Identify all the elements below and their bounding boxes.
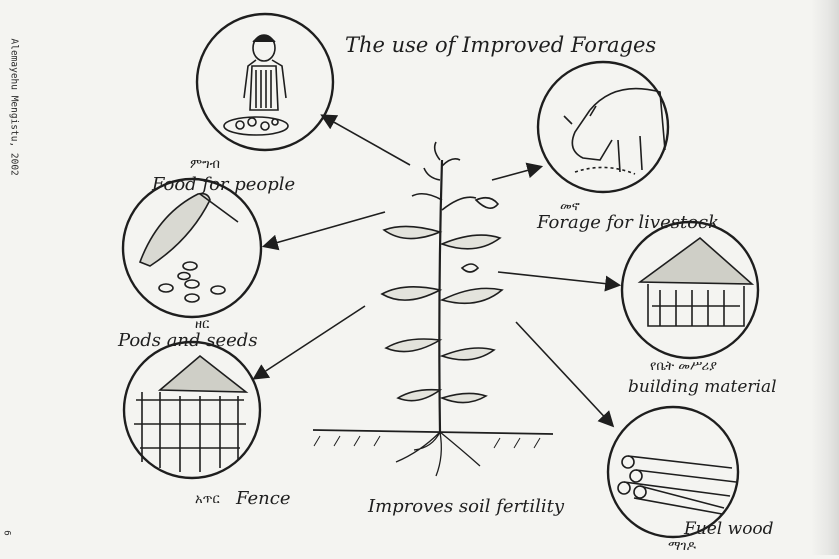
fuel-circle <box>608 407 738 537</box>
fuel-label: Fuel wood <box>683 519 774 539</box>
person-eating-illustration <box>224 35 288 135</box>
fuel-amharic-label: ማገዶ <box>668 539 696 554</box>
food-amharic-label: ምግብ <box>190 157 220 172</box>
fence-amharic-label: አጥር <box>195 492 221 507</box>
page-number: 6 <box>2 530 12 535</box>
fence-circle <box>124 342 260 478</box>
hut-illustration <box>640 238 752 326</box>
fence-label: Fence <box>235 488 290 509</box>
arrow-to-fuel <box>516 322 612 425</box>
firewood-illustration <box>618 456 736 514</box>
pods-circle <box>123 179 261 317</box>
food-label: Food for people <box>151 174 295 195</box>
arrow-to-food <box>323 116 410 165</box>
food-circle <box>197 14 333 150</box>
page-edge-shadow <box>811 0 839 555</box>
building-amharic-label: የቤት መሥሪያ <box>650 359 717 374</box>
side-caption: Alemayehu Mengistu, 2002 <box>5 40 19 210</box>
pod-and-seeds-illustration <box>140 194 238 302</box>
arrow-to-fence <box>255 306 365 378</box>
arrow-to-forage <box>492 167 540 180</box>
author-year-text: Alemayehu Mengistu, 2002 <box>9 39 20 209</box>
cow-illustration <box>564 89 665 174</box>
forage-plant-illustration <box>313 142 553 476</box>
arrows <box>255 116 618 425</box>
center-label: Improves soil fertility <box>367 496 565 517</box>
forage-circle <box>538 62 668 192</box>
diagram-title: The use of Improved Forages <box>345 33 656 57</box>
pods-label: Pods and seeds <box>117 330 258 351</box>
building-label: building material <box>628 377 777 397</box>
arrow-to-building <box>498 272 618 285</box>
forage-label: Forage for livestock <box>536 212 719 233</box>
fence-illustration <box>134 356 246 472</box>
building-circle <box>622 222 758 358</box>
arrow-to-pods <box>265 212 385 246</box>
